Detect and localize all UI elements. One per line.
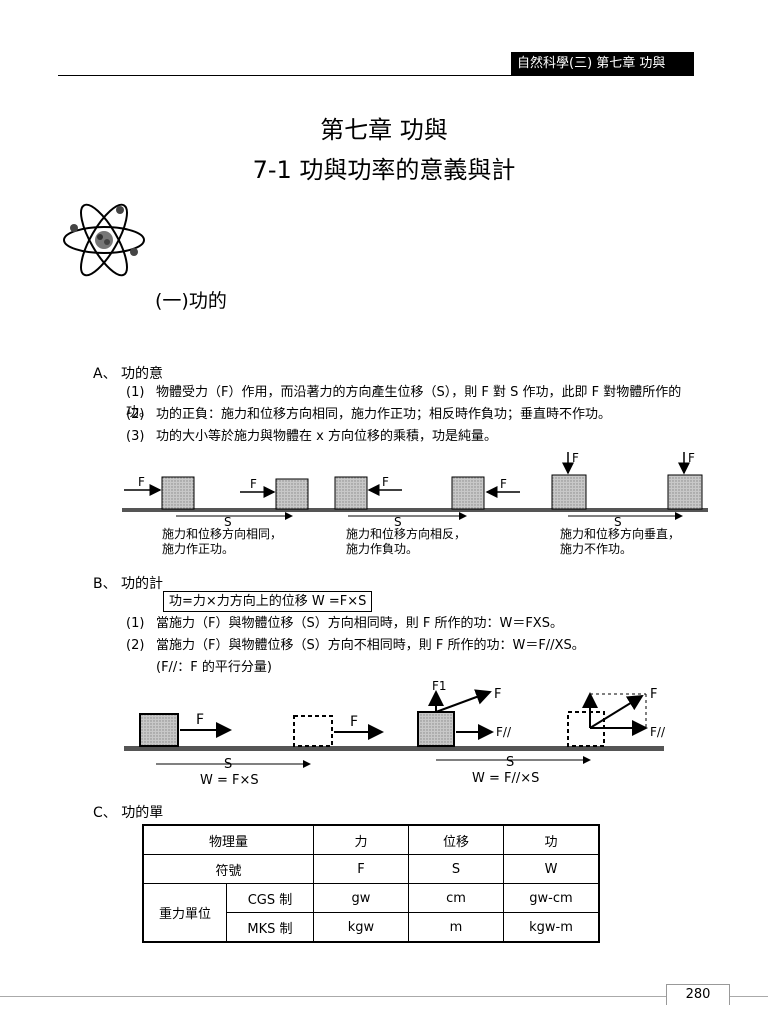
table-cell: 功 bbox=[503, 824, 600, 855]
sub-title: (一)功的 bbox=[155, 290, 227, 312]
units-table: 物理量 力 位移 功 符號 F S W 重力單位 CGS 制 gw cm gw-… bbox=[142, 824, 600, 943]
table-cell: 力 bbox=[313, 824, 409, 855]
table-row: 符號 F S W bbox=[142, 854, 600, 884]
distance-label: S bbox=[506, 755, 514, 770]
section-a-heading: A、 功的意 bbox=[93, 366, 164, 382]
table-cell: gw bbox=[313, 883, 409, 913]
table-row: 重力單位 CGS 制 gw cm gw-cm bbox=[142, 883, 600, 943]
footer-rule bbox=[0, 996, 768, 997]
table-cell: kgw-m bbox=[503, 912, 600, 943]
section-a-item: (2) 功的正負：施力和位移方向相同，施力作正功；相反時作負功；垂直時不作功。 bbox=[126, 405, 706, 425]
f1-label: F1 bbox=[432, 679, 447, 693]
table-cell: kgw bbox=[313, 912, 409, 943]
section-a-item: (1)物體受力（F）作用，而沿著力的方向產生位移（S），則 F 對 S 作功，此… bbox=[126, 383, 706, 423]
work-formula: 功=力×力方向上的位移 W =F×S bbox=[163, 591, 373, 612]
table-row: MKS 制 kgw m kgw-m bbox=[143, 912, 600, 943]
force-label: F bbox=[500, 477, 507, 491]
distance-label: S bbox=[224, 757, 232, 772]
fpar-label: F// bbox=[496, 725, 512, 739]
force-label: F bbox=[650, 687, 657, 702]
item-text: 當施力（F）與物體位移（S）方向相同時，則 F 所作的功：W＝FXS。 bbox=[156, 616, 563, 631]
panel-caption: 施力和位移方向垂直， bbox=[560, 526, 680, 541]
item-number: (3) bbox=[126, 429, 145, 444]
panel-caption: 施力和位移方向相反， bbox=[346, 526, 466, 541]
distance-label: S bbox=[614, 515, 622, 529]
equation-label: W = F×S bbox=[200, 773, 259, 788]
force-label: F bbox=[382, 475, 389, 489]
section-b-item: (1) 當施力（F）與物體位移（S）方向相同時，則 F 所作的功：W＝FXS。 bbox=[126, 614, 706, 634]
table-cell: 重力單位 bbox=[142, 883, 227, 943]
work-direction-figure: F F S 施力和位移方向相同， 施力作正功。 F F S 施力和位移方向相反，… bbox=[122, 451, 708, 556]
header-rule bbox=[58, 75, 694, 76]
section-b-item: (2) 當施力（F）與物體位移（S）方向不相同時，則 F 所作的功：W＝F//XS… bbox=[126, 636, 706, 656]
chapter-title: 第七章 功與 bbox=[320, 116, 448, 144]
table-cell: MKS 制 bbox=[226, 912, 314, 943]
section-b-heading: B、 功的計 bbox=[93, 576, 164, 592]
section-c-heading: C、 功的單 bbox=[93, 805, 164, 821]
force-label: F bbox=[196, 712, 204, 728]
table-cell: S bbox=[408, 854, 504, 884]
item-text: 功的正負：施力和位移方向相同，施力作正功；相反時作負功；垂直時不作功。 bbox=[156, 407, 612, 422]
item-number: (2) bbox=[126, 407, 145, 422]
panel-caption: 施力和位移方向相同， bbox=[162, 526, 282, 541]
panel-caption: 施力作負功。 bbox=[346, 542, 418, 556]
table-cell: cm bbox=[408, 883, 504, 913]
item-number: (1) bbox=[126, 616, 145, 631]
table-cell: 符號 bbox=[142, 854, 314, 884]
item-text: 功的大小等於施力與物體在 x 方向位移的乘積，功是純量。 bbox=[156, 429, 497, 444]
table-cell: W bbox=[503, 854, 600, 884]
table-cell: CGS 制 bbox=[226, 883, 314, 913]
page-number: 280 bbox=[666, 984, 730, 1005]
table-cell: 位移 bbox=[408, 824, 504, 855]
item-number: (2) bbox=[126, 638, 145, 653]
fpar-label: F// bbox=[650, 725, 666, 739]
item-text: 物體受力（F）作用，而沿著力的方向產生位移（S），則 F 對 S 作功，此即 F… bbox=[126, 385, 682, 420]
force-label: F bbox=[494, 687, 501, 702]
table-cell: gw-cm bbox=[503, 883, 600, 913]
panel-2: F F S 施力和位移方向相反， 施力作負功。 bbox=[334, 475, 520, 556]
panel-caption: 施力不作功。 bbox=[560, 542, 632, 556]
item-text: 當施力（F）與物體位移（S）方向不相同時，則 F 所作的功：W＝F//XS。 bbox=[156, 638, 585, 653]
table-cell: m bbox=[408, 912, 504, 943]
force-label: F bbox=[572, 451, 579, 465]
atom-icon bbox=[63, 203, 145, 277]
force-label: F bbox=[138, 475, 145, 489]
table-cell: F bbox=[313, 854, 409, 884]
work-calculation-figure: F F S W = F×S F1 F F// F F// S W = F//×S bbox=[124, 679, 666, 788]
panel-caption: 施力作正功。 bbox=[162, 542, 234, 556]
chapter-header-tag: 自然科學(三) 第七章 功與 bbox=[511, 52, 694, 76]
table-cell: 物理量 bbox=[142, 824, 314, 855]
equation-label: W = F//×S bbox=[472, 771, 539, 786]
table-row: 物理量 力 位移 功 bbox=[142, 824, 600, 855]
panel-1: F F S 施力和位移方向相同， 施力作正功。 bbox=[124, 475, 309, 556]
force-label: F bbox=[688, 451, 695, 465]
force-label: F bbox=[250, 477, 257, 491]
item-number: (1) bbox=[126, 385, 145, 400]
panel-3: F F S 施力和位移方向垂直， 施力不作功。 bbox=[551, 451, 703, 556]
section-title: 7-1 功與功率的意義與計 bbox=[252, 156, 516, 184]
distance-label: S bbox=[394, 515, 402, 529]
distance-label: S bbox=[224, 515, 232, 529]
section-b-note: (F//：F 的平行分量) bbox=[156, 660, 272, 675]
section-a-item: (3) 功的大小等於施力與物體在 x 方向位移的乘積，功是純量。 bbox=[126, 427, 706, 447]
force-label: F bbox=[350, 714, 358, 730]
